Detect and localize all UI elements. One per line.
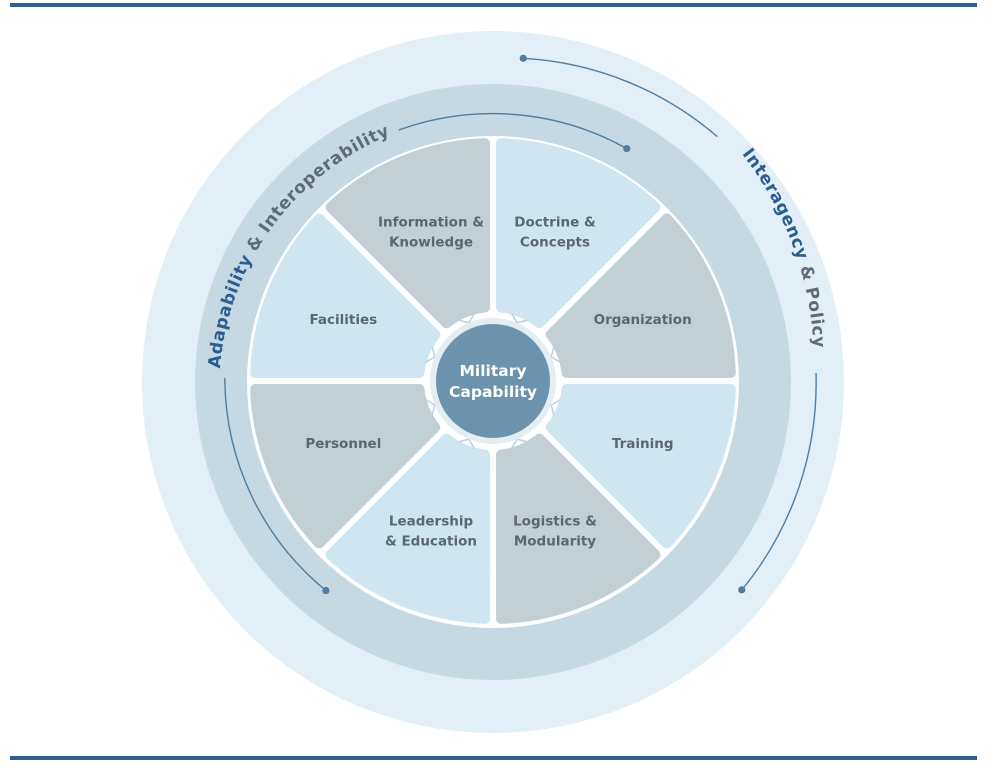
segment-facilities [250,213,441,379]
segment-leadership-education [325,433,491,624]
segment-label-line: Personnel [305,436,381,452]
segment-label-line: Logistics & [513,514,597,530]
bottom-rule [10,756,977,760]
segment-label-information-knowledge: Information & Knowledge [378,214,484,250]
left-arc-line [398,112,628,150]
center-circle [436,324,550,438]
segment-label-personnel: Personnel [305,436,381,452]
segment-group: Doctrine & ConceptsOrganizationTrainingLo… [250,138,736,624]
left-arc-dot-top [623,145,631,153]
segment-label-line: & Education [385,534,477,550]
segment-label-line: Doctrine & [514,214,596,230]
segment-doctrine-concepts [495,138,661,329]
top-rule [10,3,977,7]
segment-label-doctrine-concepts: Doctrine & Concepts [514,214,596,250]
segment-label-line: Leadership [389,514,474,530]
right-arc-line-lower [741,372,817,591]
left-arc-line-lower [224,377,327,592]
segment-label-line: Facilities [309,312,377,328]
center-title-line-2: Capability [449,383,537,401]
segment-label-line: Organization [594,312,692,328]
segment-label-line: Knowledge [389,234,473,250]
segment-logistics-modularity [495,433,661,624]
segment-organization [545,213,736,379]
right-arc-dot-top [519,54,527,62]
left-arc-dot-bottom [322,586,330,595]
segment-label-organization: Organization [594,312,692,328]
segment-label-line: Training [612,436,674,452]
segment-label-training: Training [612,436,674,452]
segment-training [545,383,736,549]
segment-label-logistics-modularity: Logistics & Modularity [513,514,597,550]
segment-label-line: Concepts [520,234,590,250]
segment-information-knowledge [325,138,491,329]
center-title-line-1: Military [460,362,527,380]
segment-label-line: Information & [378,214,484,230]
segment-label-line: Modularity [514,534,596,550]
segment-personnel [250,383,441,549]
right-arc-dot-bottom [738,586,746,594]
segment-label-facilities: Facilities [309,312,377,328]
segment-label-leadership-education: Leadership & Education [385,514,477,550]
right-arc-line [523,57,718,138]
